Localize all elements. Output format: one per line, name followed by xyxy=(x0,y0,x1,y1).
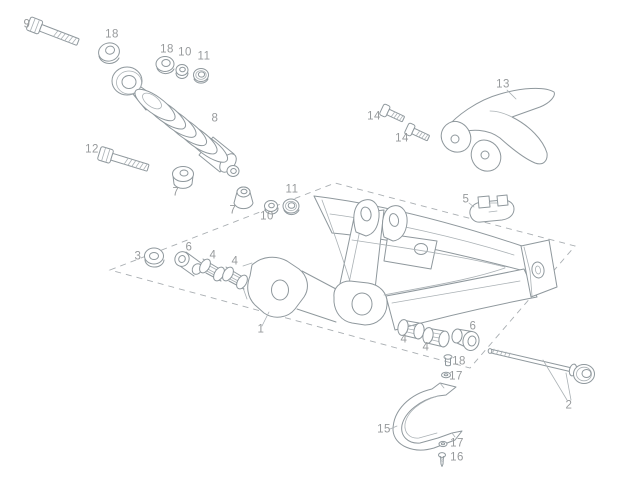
needle-bearing-4a-drawing xyxy=(199,258,225,282)
needle-bearing-4b-drawing xyxy=(222,266,248,290)
chain-guard-15-drawing xyxy=(392,382,463,451)
bushing-6-right-drawing xyxy=(451,328,480,351)
pivot-bolt-2-drawing xyxy=(487,348,595,384)
nut-11a-drawing xyxy=(193,68,209,84)
spacer-18c-drawing xyxy=(443,354,453,367)
needle-bearing-4d-drawing xyxy=(422,327,450,348)
needle-bearing-4c-drawing xyxy=(397,319,425,340)
screw-16-drawing xyxy=(438,452,446,467)
dashed-group-outline xyxy=(108,182,576,369)
washer-18a-drawing xyxy=(98,42,120,64)
swingarm-drawing xyxy=(240,195,558,331)
bolt-12-drawing xyxy=(97,146,150,172)
leader-lines xyxy=(261,89,572,430)
shock-absorber-drawing xyxy=(111,66,240,177)
screw-14a-drawing xyxy=(379,103,405,123)
washer-17a-drawing xyxy=(441,371,451,379)
bushing-6-left-drawing xyxy=(174,251,203,277)
washer-10b-drawing xyxy=(264,200,279,215)
washer-17b-drawing xyxy=(438,440,448,448)
bushing-18b-drawing xyxy=(155,56,175,75)
pivot-nut-3-drawing xyxy=(144,247,165,268)
screw-14b-drawing xyxy=(404,122,430,142)
shock-bushing-7b-drawing xyxy=(233,186,254,210)
nut-11b-drawing xyxy=(282,198,300,216)
shock-bushing-7a-drawing xyxy=(172,166,194,189)
bracket-13-drawing xyxy=(440,87,555,172)
washer-10a-drawing xyxy=(175,64,189,79)
bolt-9-drawing xyxy=(26,16,80,46)
clamp-5-drawing xyxy=(469,194,515,223)
